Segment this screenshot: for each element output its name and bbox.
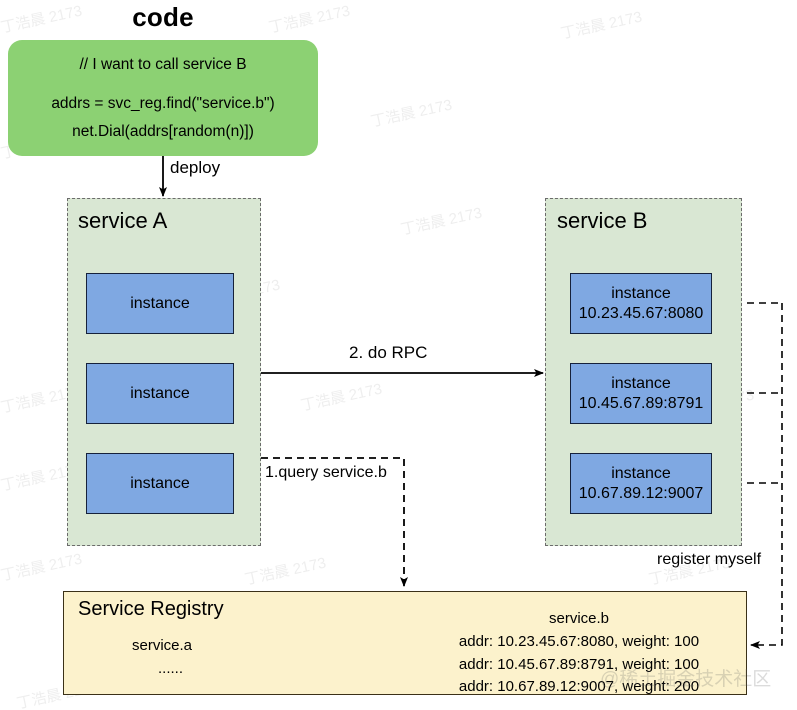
instance-label: instance [130, 294, 190, 312]
registry-left-entries: service.a ...... [132, 634, 192, 681]
registry-right-entries: service.b addr: 10.23.45.67:8080, weight… [419, 608, 739, 699]
rpc-label: 2. do RPC [349, 343, 428, 362]
instance-label: instance [611, 284, 671, 302]
code-line-comment: // I want to call service B [79, 55, 247, 73]
registry-addr-row: addr: 10.45.67.89:8791, weight: 100 [458, 655, 700, 673]
code-line-find: addrs = svc_reg.find("service.b") [51, 95, 275, 113]
instance-label: instance [130, 474, 190, 492]
service-a-instance[interactable]: instance [86, 273, 234, 334]
code-box: // I want to call service B addrs = svc_… [8, 40, 318, 156]
instance-label: instance [611, 374, 671, 392]
watermark: 丁浩晨 2173 [299, 380, 384, 415]
service-a-title: service A [78, 208, 168, 233]
registry-addr-row: addr: 10.67.89.12:9007, weight: 200 [458, 678, 700, 696]
instance-address: 10.67.89.12:9007 [578, 484, 704, 502]
registry-addr-row: addr: 10.23.45.67:8080, weight: 100 [458, 632, 700, 650]
watermark: 丁浩晨 2173 [399, 204, 484, 239]
watermark: 丁浩晨 2173 [243, 554, 328, 589]
service-b-instance[interactable]: instance 10.45.67.89:8791 [570, 363, 712, 424]
instance-address: 10.23.45.67:8080 [578, 304, 704, 322]
query-label: 1.query service.b [265, 464, 387, 481]
registry-service-b-header: service.b [548, 610, 610, 627]
service-registry-box: Service Registry service.a ...... servic… [63, 591, 747, 695]
code-title: code [132, 2, 194, 32]
service-a-instance[interactable]: instance [86, 363, 234, 424]
service-b-instance[interactable]: instance 10.23.45.67:8080 [570, 273, 712, 334]
register-label: register myself [657, 551, 762, 568]
registry-title: Service Registry [78, 598, 224, 620]
registry-entry-service-a: service.a [132, 637, 193, 654]
instance-label: instance [611, 464, 671, 482]
register-bus [750, 303, 783, 649]
service-a-instance[interactable]: instance [86, 453, 234, 514]
footer-watermark: @稀土掘金技术社区 [600, 669, 772, 690]
instance-label: instance [130, 384, 190, 402]
service-b-title: service B [557, 208, 648, 233]
code-line-dial: net.Dial(addrs[random(n)]) [72, 122, 254, 140]
registry-entry-ellipsis: ...... [158, 660, 184, 678]
watermark: 丁浩晨 2173 [369, 96, 454, 131]
deploy-label: deploy [170, 158, 221, 177]
watermark: 丁浩晨 2173 [0, 550, 84, 585]
instance-address: 10.45.67.89:8791 [578, 394, 704, 412]
watermark: 丁浩晨 2173 [559, 8, 644, 43]
service-b-instance[interactable]: instance 10.67.89.12:9007 [570, 453, 712, 514]
